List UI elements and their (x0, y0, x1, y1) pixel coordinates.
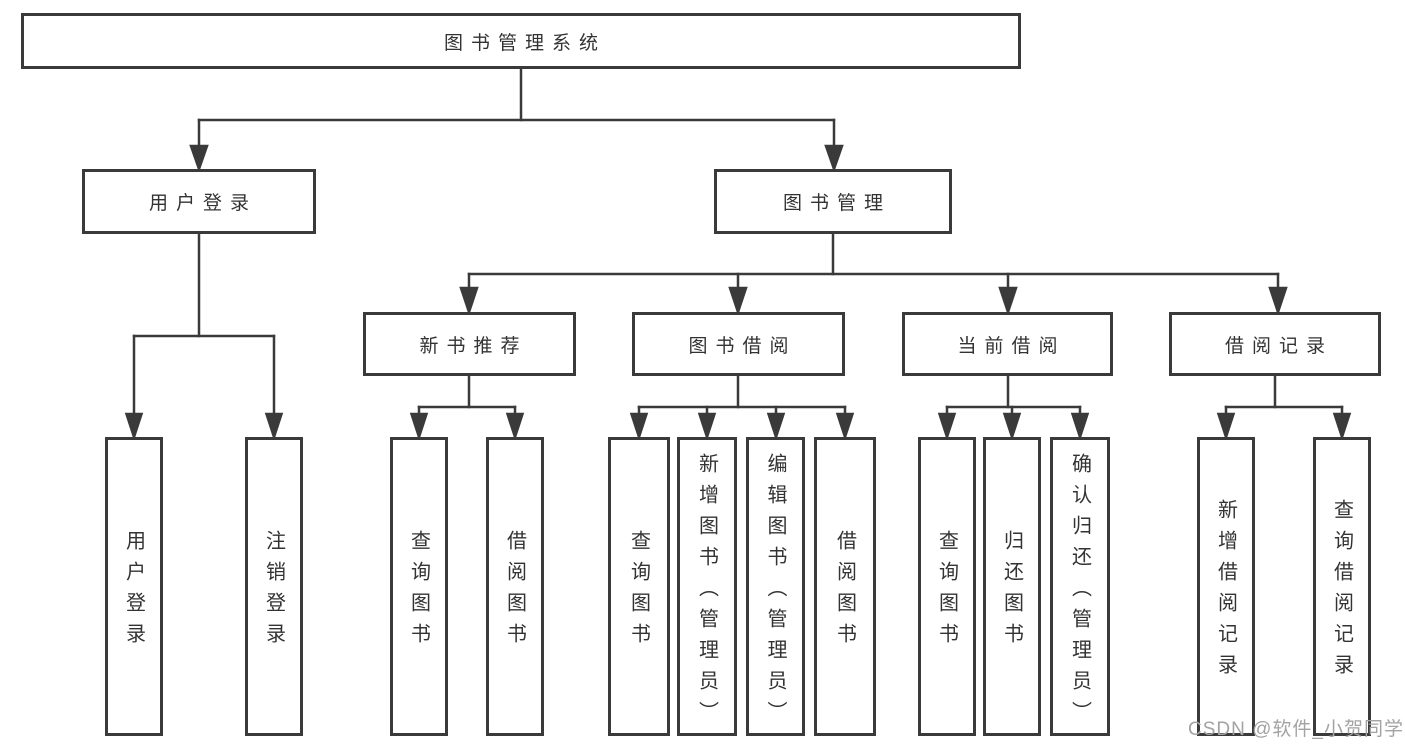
arrowhead (937, 412, 957, 442)
node-label: 查询图书 (407, 530, 430, 654)
arrowhead (766, 412, 786, 442)
leaf-return-books: 归还图书 (983, 437, 1041, 736)
node-new-book-recommendation: 新书推荐 (363, 312, 576, 376)
node-label: 当前借阅 (957, 335, 1066, 357)
node-label: 用户登录 (148, 193, 257, 214)
leaf-add-borrow-record: 新增借阅记录 (1197, 437, 1255, 736)
arrowhead (824, 144, 844, 173)
leaf-logout: 注销登录 (245, 437, 303, 736)
node-label: 新增图书（管理员） (695, 452, 718, 732)
connector-user-login-branch (124, 232, 284, 442)
connector-new-book-branch (409, 374, 525, 442)
csdn-watermark: CSDN @软件_小贺同学 (1188, 719, 1404, 740)
node-label: 查询借阅记录 (1330, 499, 1353, 685)
arrowhead (409, 412, 429, 442)
arrowhead (264, 412, 284, 442)
node-book-management: 图书管理 (714, 169, 952, 234)
node-label: 查询图书 (935, 530, 958, 654)
leaf-query-books-recommend: 查询图书 (390, 437, 448, 736)
leaf-user-login: 用户登录 (105, 437, 163, 736)
node-current-borrowing: 当前借阅 (902, 312, 1113, 376)
arrowhead (1002, 412, 1022, 442)
node-label: 图书管理 (782, 193, 891, 214)
node-label: 查询图书 (627, 530, 650, 654)
arrowhead (728, 286, 748, 316)
node-label: 借阅图书 (833, 530, 856, 654)
node-borrowing-records: 借阅记录 (1169, 312, 1381, 376)
leaf-query-borrow-record: 查询借阅记录 (1313, 437, 1371, 736)
connector-borrow-record-branch (1216, 374, 1352, 442)
leaf-borrow-books: 借阅图书 (814, 437, 876, 736)
node-label: 图书借阅 (688, 335, 797, 357)
node-label: 新增借阅记录 (1214, 499, 1237, 685)
node-label: 注销登录 (262, 530, 285, 654)
node-library-management-system: 图书管理系统 (21, 13, 1021, 69)
node-user-login: 用户登录 (82, 169, 316, 234)
arrowhead (998, 286, 1018, 316)
arrowhead (1070, 412, 1090, 442)
arrowhead (124, 412, 144, 442)
arrowhead (1216, 412, 1236, 442)
leaf-edit-books-admin: 编辑图书（管理员） (746, 437, 805, 736)
node-label: 借阅图书 (503, 530, 526, 654)
connector-current-borrowing-branch (937, 374, 1090, 442)
leaf-add-books-admin: 新增图书（管理员） (677, 437, 737, 736)
node-book-borrowing: 图书借阅 (632, 312, 845, 376)
arrowhead (189, 144, 209, 173)
leaf-confirm-return-admin: 确认归还（管理员） (1050, 437, 1110, 736)
connector-root-to-level2 (189, 67, 844, 173)
leaf-borrow-books-recommend: 借阅图书 (486, 437, 544, 736)
node-label: 图书管理系统 (443, 32, 606, 54)
arrowhead (1268, 286, 1288, 316)
connector-book-management-branch (459, 232, 1288, 316)
arrowhead (697, 412, 717, 442)
arrowhead (505, 412, 525, 442)
node-label: 编辑图书（管理员） (764, 452, 786, 732)
node-label: 归还图书 (1000, 530, 1023, 654)
leaf-query-books-borrowing: 查询图书 (608, 437, 670, 736)
connector-book-borrowing-branch (629, 374, 855, 442)
leaf-query-books-current: 查询图书 (918, 437, 976, 736)
node-label: 确认归还（管理员） (1068, 452, 1091, 732)
node-label: 借阅记录 (1224, 335, 1333, 357)
arrowhead (629, 412, 649, 442)
arrowhead (1332, 412, 1352, 442)
arrowhead (459, 286, 479, 316)
node-label: 用户登录 (122, 530, 145, 654)
node-label: 新书推荐 (419, 335, 528, 357)
arrowhead (835, 412, 855, 442)
